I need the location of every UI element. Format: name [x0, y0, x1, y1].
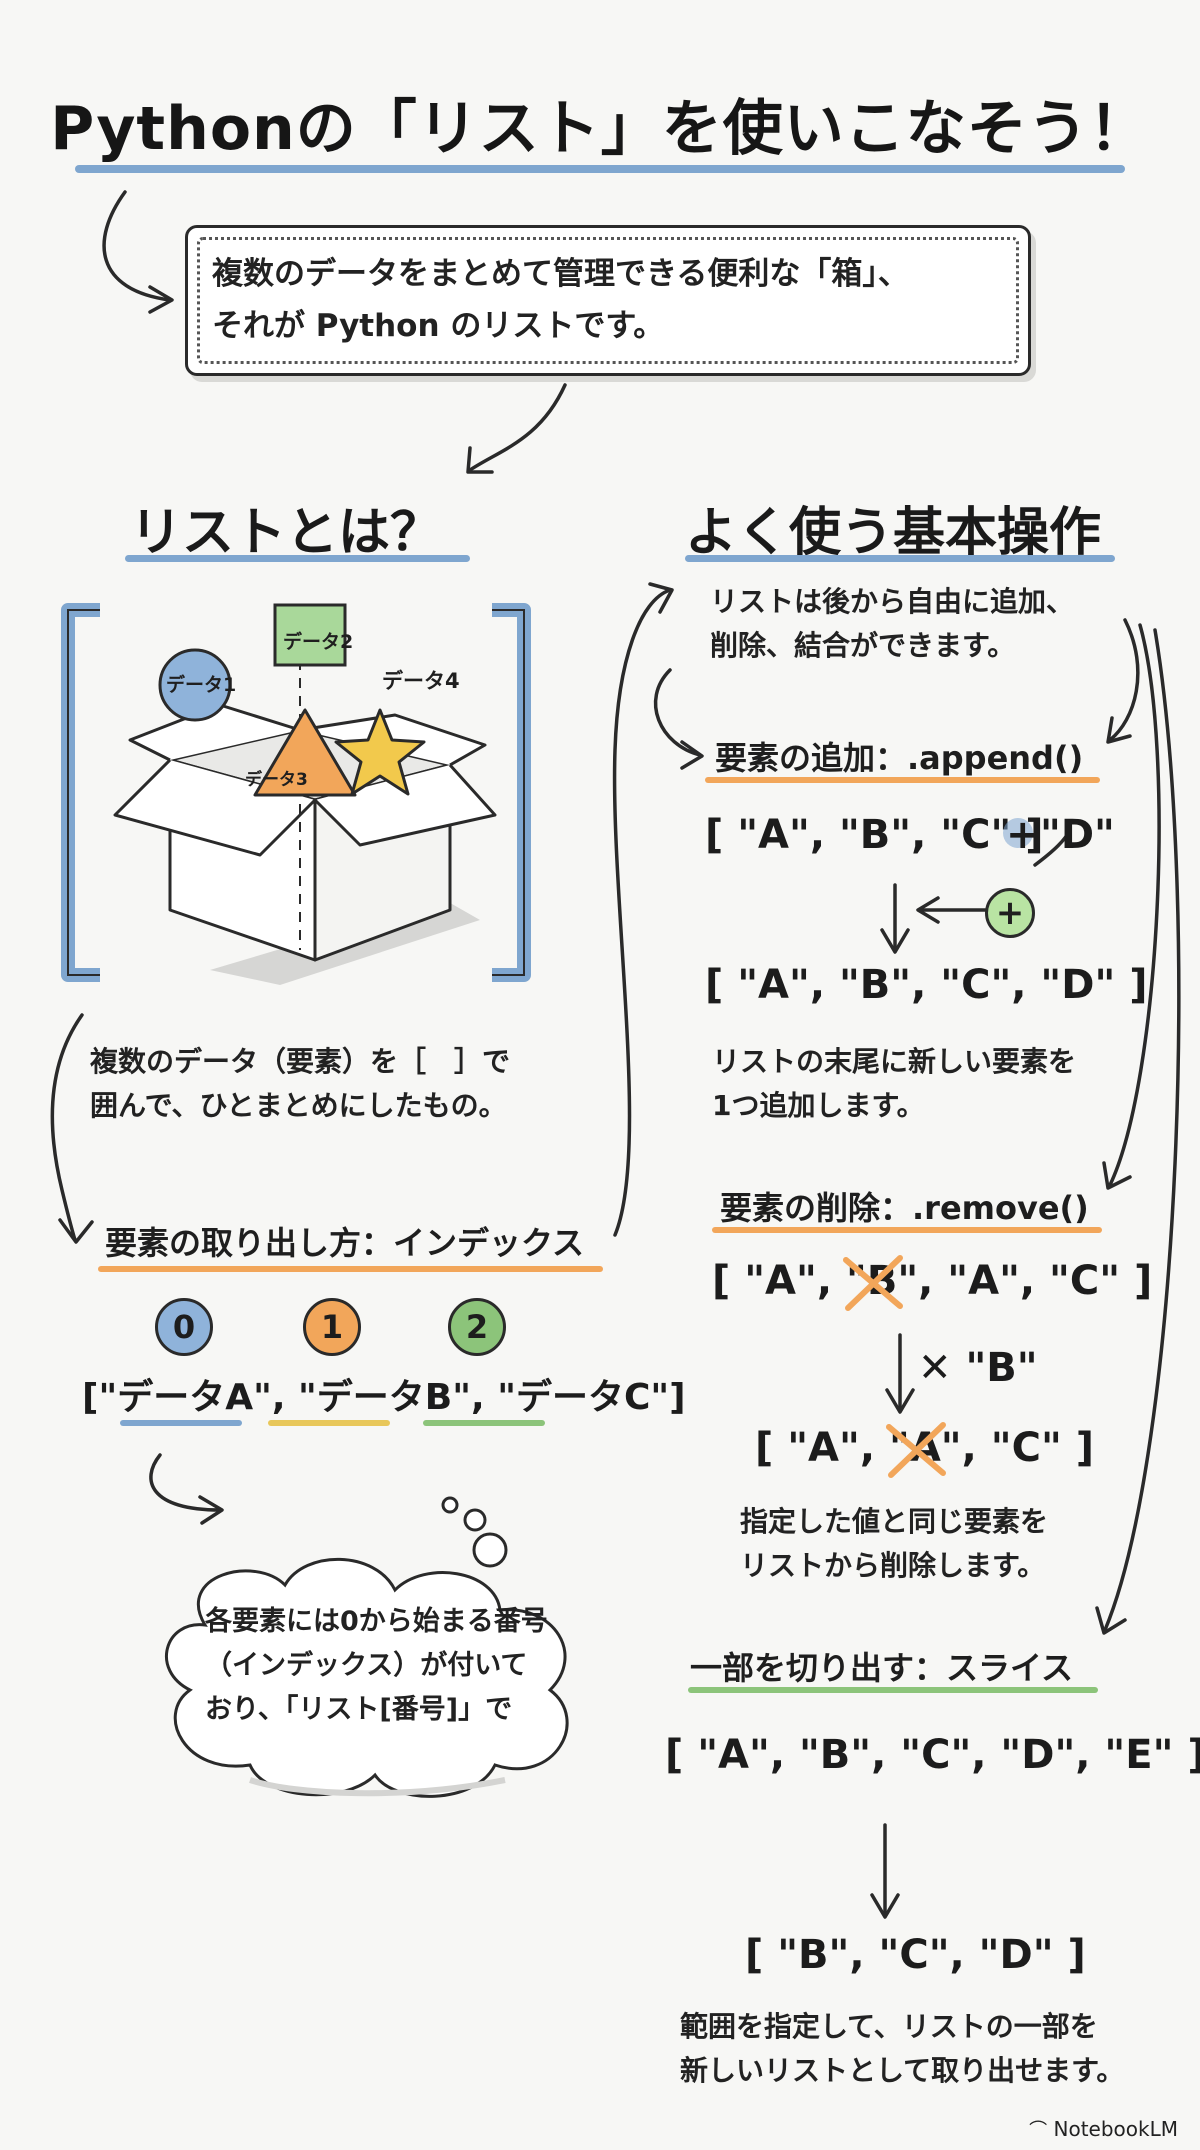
left-bracket-icon	[61, 603, 100, 982]
intro-line-2: それが Python のリストです。	[212, 308, 665, 344]
notebooklm-logo-icon: ⌒	[1029, 2120, 1048, 2141]
arrow-intro-to-append	[653, 668, 702, 757]
append-after-list: [ "A", "B", "C", "D" ]	[705, 962, 1148, 1008]
arrow-title-to-intro	[102, 190, 172, 302]
cloud-line-3: おり、「リスト[番号]」で	[205, 1694, 513, 1725]
data3-label: データ3	[245, 770, 308, 790]
data4-label: データ4	[382, 669, 460, 693]
intro-box: 複数のデータをまとめて管理できる便利な「箱」、 それが Python のリストで…	[185, 225, 1031, 376]
index-0-underline	[120, 1420, 242, 1426]
data2-label: データ2	[283, 631, 354, 653]
remove-description-line-1: 指定した値と同じ要素を	[740, 1505, 1049, 1538]
slice-after-list: [ "B", "C", "D" ]	[745, 1932, 1086, 1978]
title-underline	[75, 165, 1125, 173]
list-definition-line-2: 囲んで、ひとまとめにしたもの。	[90, 1089, 507, 1122]
strike-x-icon	[885, 1422, 946, 1478]
slice-before-list: [ "A", "B", "C", "D", "E" ]	[665, 1732, 1200, 1778]
intro-text: 複数のデータをまとめて管理できる便利な「箱」、 それが Python のリストで…	[212, 248, 1008, 352]
cloud-text: 各要素には0から始まる番号 （インデックス）が付いて おり、「リスト[番号]」で	[205, 1600, 548, 1732]
remove-heading: 要素の削除：.remove()	[720, 1189, 1089, 1227]
data3-triangle-icon	[253, 708, 357, 797]
index-heading-underline	[98, 1266, 603, 1272]
append-heading-underline	[705, 777, 1100, 783]
remove-op: ✕ "B"	[918, 1345, 1038, 1391]
slice-description-line-2: 新しいリストとして取り出せます。	[680, 2054, 1125, 2087]
arrow-box-to-desc	[50, 1013, 84, 1242]
arrow-right-to-slice	[1103, 628, 1181, 1632]
slice-heading-underline	[688, 1687, 1098, 1693]
append-plus: +	[1006, 812, 1040, 858]
remove-heading-underline	[712, 1227, 1102, 1233]
append-before-list: [ "A", "B", "C" ]	[705, 812, 1044, 858]
brand-name: NotebookLM	[1053, 2117, 1179, 2141]
append-description-line-2: 1つ追加します。	[712, 1089, 925, 1122]
append-description-line-1: リストの末尾に新しい要素を	[712, 1045, 1077, 1078]
strike-x-icon	[842, 1255, 903, 1311]
list-definition-line-1: 複数のデータ（要素）を［ ］で	[90, 1045, 511, 1078]
index-heading: 要素の取り出し方：インデックス	[105, 1224, 585, 1262]
operations-intro-line-1: リストは後から自由に追加、	[710, 585, 1075, 618]
data2-square-icon	[273, 603, 347, 667]
index-badge-0: 0	[155, 1298, 213, 1356]
arrow-index-to-right-intro	[612, 588, 672, 1237]
list-box-illustration	[61, 603, 531, 985]
remove-before-close: , "A", "C" ]	[918, 1258, 1153, 1304]
index-1-underline	[268, 1420, 390, 1426]
right-bracket-icon	[492, 603, 531, 982]
thought-cloud	[164, 1496, 569, 1798]
append-added-value: "D"	[1040, 812, 1115, 858]
intro-line-1: 複数のデータをまとめて管理できる便利な「箱」、	[212, 256, 909, 292]
remove-description-line-2: リストから削除します。	[740, 1549, 1046, 1582]
append-description: リストの末尾に新しい要素を 1つ追加します。	[712, 1040, 1076, 1128]
arrow-list-to-cloud	[149, 1453, 222, 1512]
open-box-icon	[113, 703, 497, 962]
remove-after-open: [ "A",	[755, 1425, 876, 1471]
index-badge-1: 1	[303, 1298, 361, 1356]
index-list-code: ["データA", "データB", "データC"]	[82, 1377, 686, 1418]
data1-label: データ1	[166, 674, 237, 696]
remove-after-close: , "C" ]	[961, 1425, 1094, 1471]
slice-heading: 一部を切り出す：スライス	[690, 1649, 1074, 1687]
arrow-intro-to-left	[468, 383, 567, 472]
arrow-right-to-append	[1108, 618, 1140, 742]
cloud-line-2: （インデックス）が付いて	[205, 1650, 528, 1681]
left-section-heading: リストとは？	[130, 503, 443, 563]
arrow-right-to-remove	[1108, 623, 1161, 1187]
brand-watermark: ⌒ NotebookLM	[1029, 2116, 1178, 2142]
slice-description: 範囲を指定して、リストの一部を 新しいリストとして取り出せます。	[680, 2005, 1124, 2093]
struck-element-a: "A"	[885, 1422, 962, 1478]
remove-before-open: [ "A",	[712, 1258, 833, 1304]
cloud-line-1: 各要素には0から始まる番号	[205, 1606, 548, 1637]
plus-circle-icon: +	[985, 888, 1035, 938]
removed-element-b: "B"	[842, 1255, 918, 1311]
operations-intro-line-2: 削除、結合ができます。	[710, 629, 1016, 662]
data4-star-icon	[334, 708, 426, 796]
remove-description: 指定した値と同じ要素を リストから削除します。	[740, 1500, 1048, 1588]
arrow-plus-to-list	[1033, 828, 1072, 867]
remove-after-list: [ "A", "A" , "C" ]	[755, 1422, 1094, 1478]
plus-blob	[1003, 818, 1033, 848]
intro-box-dotted-border	[197, 237, 1019, 364]
append-heading: 要素の追加：.append()	[715, 739, 1084, 777]
left-heading-underline	[125, 555, 470, 562]
index-badge-2: 2	[448, 1298, 506, 1356]
right-section-heading: よく使う基本操作	[685, 503, 1102, 563]
data1-circle-icon	[158, 648, 232, 722]
page-title: Pythonの「リスト」を使いこなそう！	[50, 94, 1150, 164]
list-definition-text: 複数のデータ（要素）を［ ］で 囲んで、ひとまとめにしたもの。	[90, 1040, 510, 1128]
right-heading-underline	[685, 555, 1115, 562]
slice-description-line-1: 範囲を指定して、リストの一部を	[680, 2010, 1098, 2043]
operations-intro: リストは後から自由に追加、 削除、結合ができます。	[710, 580, 1074, 668]
remove-before-list: [ "A", "B" , "A", "C" ]	[712, 1255, 1153, 1311]
index-2-underline	[423, 1420, 545, 1426]
